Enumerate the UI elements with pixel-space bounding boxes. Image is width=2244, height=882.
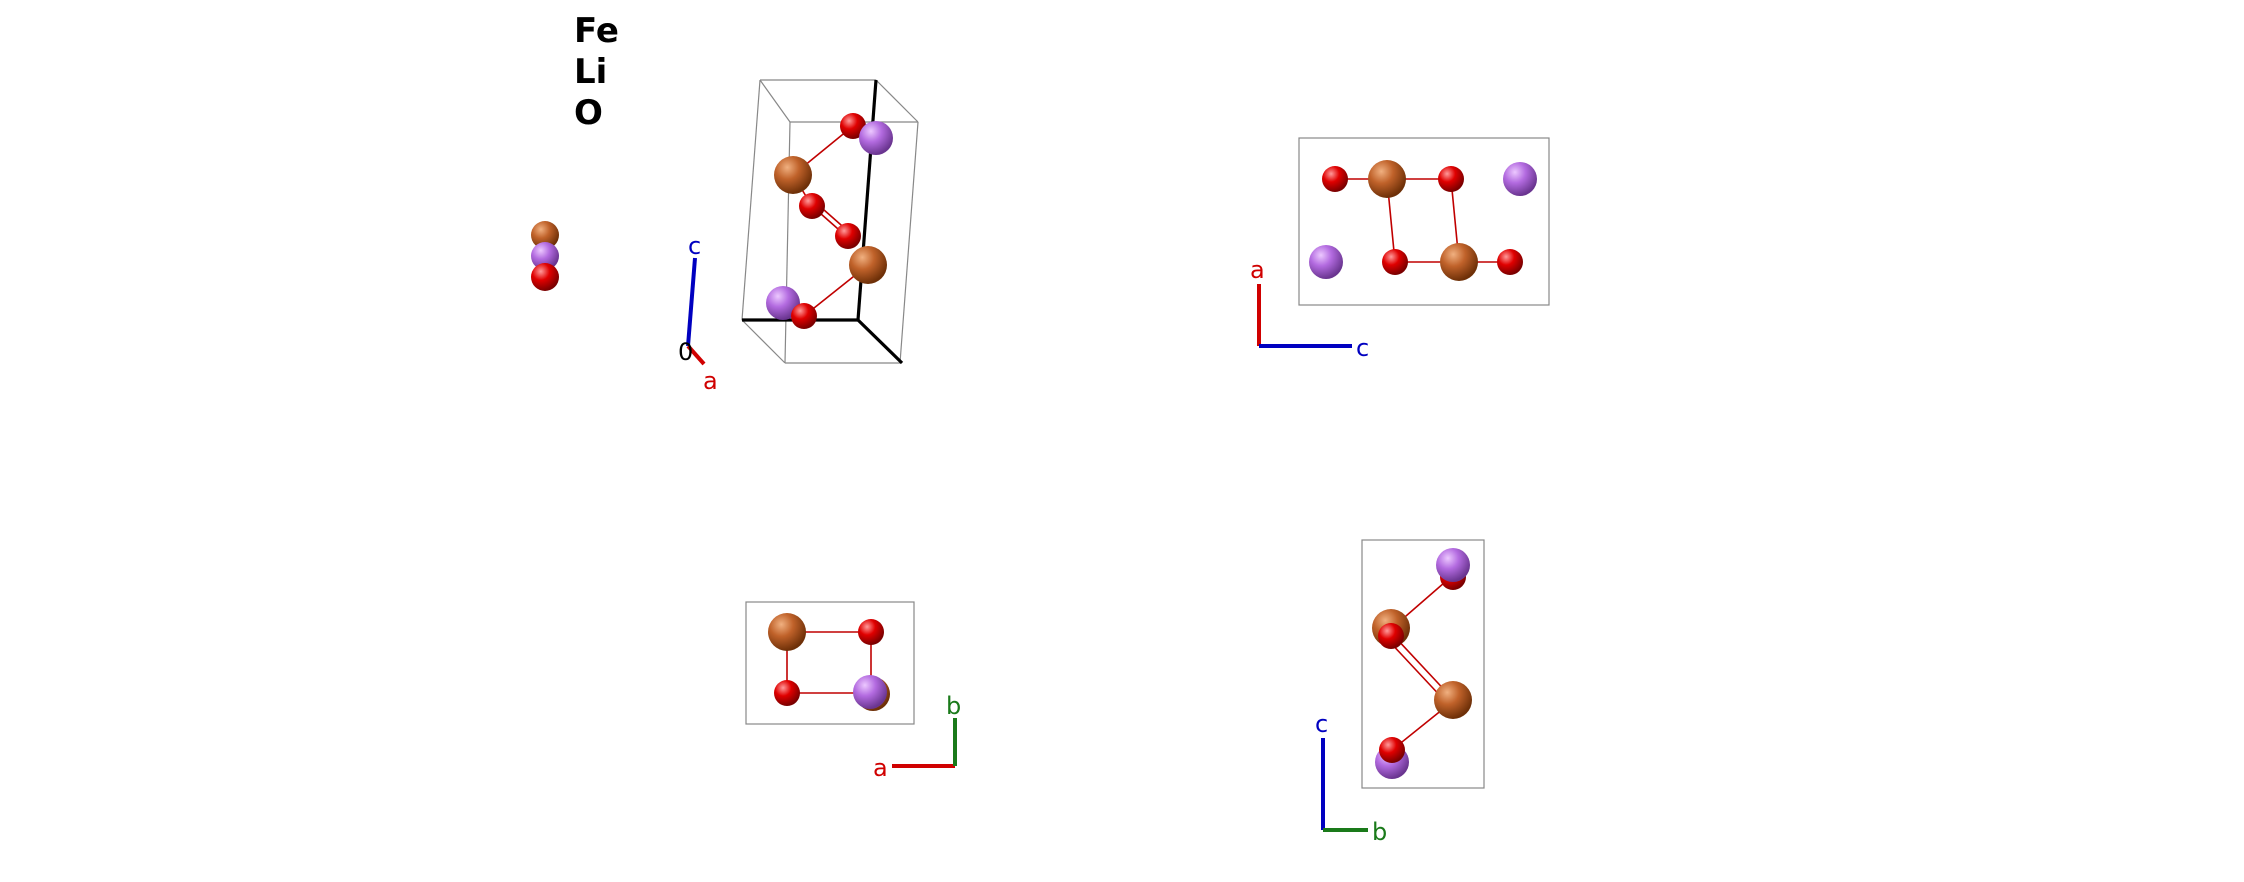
o-atom xyxy=(1438,166,1464,192)
axis-triad: a b xyxy=(873,692,961,782)
element-legend: Fe Li O xyxy=(574,11,619,133)
perspective-view: c 0 a xyxy=(678,79,919,395)
view-ac: a c xyxy=(1250,137,1550,362)
b-axis-label: b xyxy=(946,692,961,720)
bonds xyxy=(1387,575,1454,751)
bonds xyxy=(792,125,869,317)
li-atom xyxy=(1436,548,1470,582)
a-axis-label: a xyxy=(703,367,718,395)
li-atom xyxy=(1309,245,1343,279)
a-axis-label: a xyxy=(1250,256,1265,284)
a-axis xyxy=(686,344,706,366)
c-axis-label: c xyxy=(1315,710,1328,738)
fe-atom xyxy=(1434,681,1472,719)
view-bc: c b xyxy=(1315,539,1485,846)
o-atom xyxy=(840,113,866,139)
c-axis xyxy=(686,257,697,347)
o-atom xyxy=(1378,623,1404,649)
view-ab: a b xyxy=(745,601,961,782)
unit-cell-box xyxy=(1298,137,1550,306)
unit-cell-box xyxy=(1361,539,1485,789)
o-atom xyxy=(774,680,800,706)
li-atom xyxy=(531,242,559,270)
atoms xyxy=(1372,548,1472,779)
fe-atom xyxy=(768,613,806,651)
a-axis-label: a xyxy=(873,754,888,782)
o-atom xyxy=(1322,166,1348,192)
legend-li: Li xyxy=(574,52,607,92)
o-atom xyxy=(799,193,825,219)
fe-atom xyxy=(849,246,887,284)
axis-triad: a c xyxy=(1250,256,1369,362)
origin-label: 0 xyxy=(678,338,693,366)
c-axis-label: c xyxy=(688,232,701,260)
li-atom xyxy=(766,286,800,320)
li-atom xyxy=(853,675,887,709)
o-atom xyxy=(791,303,817,329)
legend-fe: Fe xyxy=(574,11,619,51)
fe-atom xyxy=(1440,243,1478,281)
atoms xyxy=(1309,160,1537,281)
o-atom xyxy=(1497,249,1523,275)
o-atom xyxy=(858,619,884,645)
atoms xyxy=(768,613,890,711)
o-atom xyxy=(835,223,861,249)
axis-triad: c 0 a xyxy=(678,232,718,395)
o-atom xyxy=(1379,737,1405,763)
bonds xyxy=(1335,178,1510,263)
c-axis-label: c xyxy=(1356,334,1369,362)
axis-triad: c b xyxy=(1315,710,1387,846)
o-atom xyxy=(531,263,559,291)
partial-atom-column xyxy=(520,215,559,295)
legend-o: O xyxy=(574,93,603,133)
li-atom xyxy=(859,121,893,155)
li-atom xyxy=(1503,162,1537,196)
o-atom xyxy=(1382,249,1408,275)
fe-atom xyxy=(531,221,559,249)
unit-cell-box xyxy=(745,601,915,725)
fe-atom xyxy=(1368,160,1406,198)
b-axis-label: b xyxy=(1372,818,1387,846)
atoms xyxy=(766,113,893,329)
fe-atom xyxy=(774,156,812,194)
